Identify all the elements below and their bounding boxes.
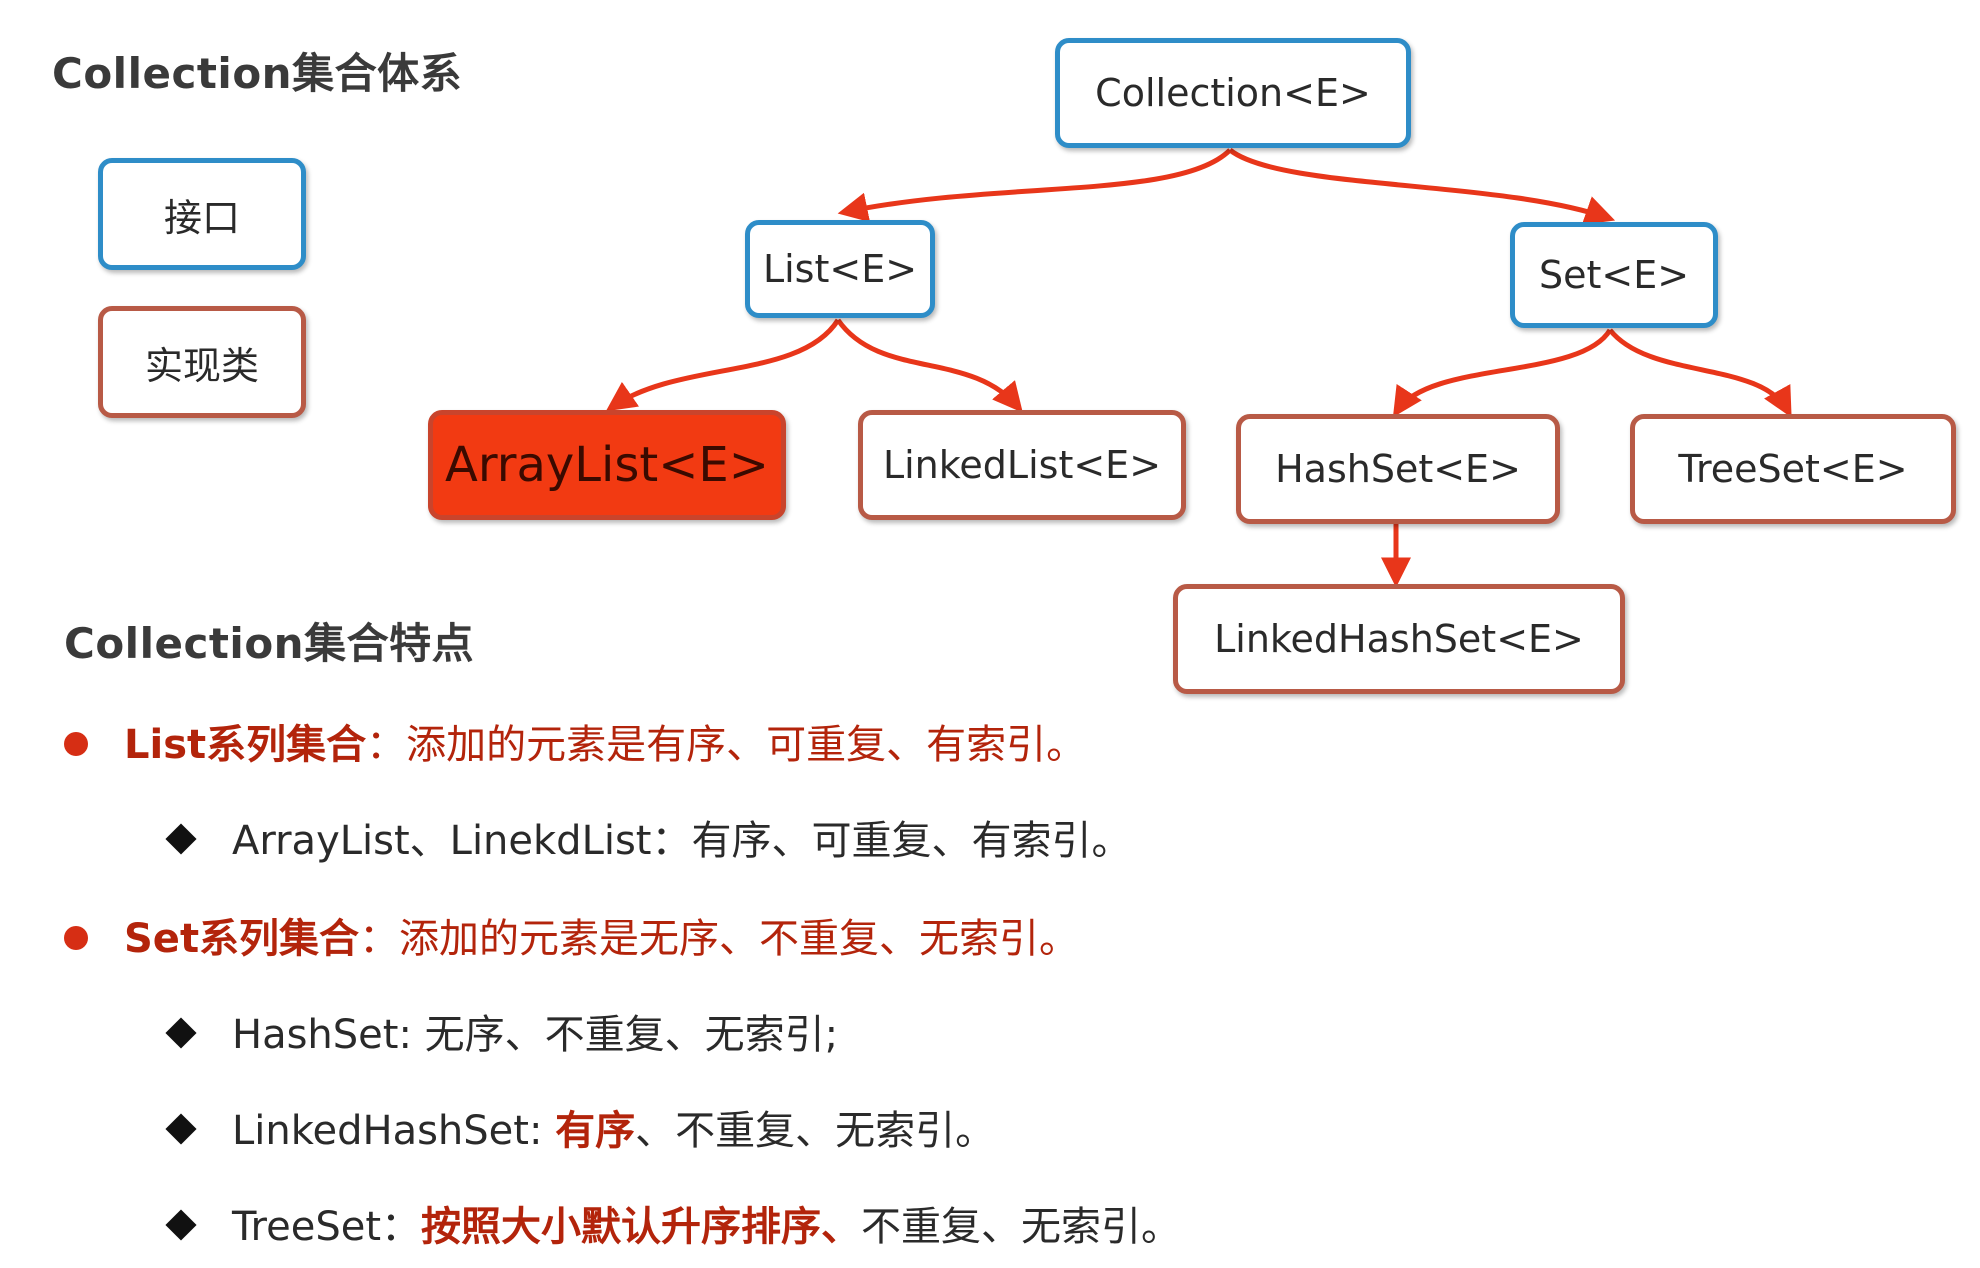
edge-collection-set [1228, 148, 1616, 225]
features-title: Collection集合特点 [64, 619, 475, 668]
feature-list: List系列集合：添加的元素是有序、可重复、有索引。 [64, 712, 1086, 770]
node-set: Set<E> [1510, 222, 1718, 328]
edge-set-treeset [1608, 328, 1792, 418]
edge-set-hashset [1392, 328, 1613, 418]
legend-impl-label: 实现类 [144, 343, 259, 388]
feature-linkedhashset-suffix: 、不重复、无索引。 [635, 1108, 996, 1154]
feature-treeset-prefix: TreeSet： [232, 1204, 422, 1250]
node-linkedlist: LinkedList<E> [858, 410, 1186, 520]
node-collection-label: Collection<E> [1095, 71, 1371, 115]
feature-treeset: TreeSet：按照大小默认升序排序、不重复、无索引。 [165, 1194, 1182, 1252]
tree-edges [605, 148, 1792, 588]
feature-treeset-emph: 按照大小默认升序排序、 [421, 1204, 862, 1250]
legend-interface-label: 接口 [163, 195, 240, 240]
edge-list-arraylist [605, 318, 841, 412]
node-list: List<E> [745, 220, 935, 318]
feature-list-sub: ArrayList、LinekdList：有序、可重复、有索引。 [165, 808, 1132, 866]
node-treeset-label: TreeSet<E> [1678, 447, 1908, 491]
diamond-icon [165, 1209, 197, 1241]
feature-set-title: Set系列集合 [124, 916, 360, 962]
node-arraylist: ArrayList<E> [428, 410, 786, 520]
feature-set: Set系列集合：添加的元素是无序、不重复、无索引。 [64, 906, 1079, 964]
legend-interface: 接口 [98, 158, 306, 270]
diamond-icon [165, 1113, 197, 1145]
feature-list-title: List系列集合 [124, 722, 367, 768]
node-hashset-label: HashSet<E> [1275, 447, 1521, 491]
legend-impl: 实现类 [98, 306, 306, 418]
bullet-icon [64, 926, 88, 950]
node-linkedlist-label: LinkedList<E> [882, 443, 1162, 487]
edge-list-linkedlist [835, 318, 1023, 413]
feature-linkedhashset-emph: 有序 [555, 1108, 636, 1154]
node-arraylist-label: ArrayList<E> [445, 437, 769, 493]
node-linkedhashset: LinkedHashSet<E> [1173, 584, 1625, 694]
feature-list-desc: ：添加的元素是有序、可重复、有索引。 [366, 722, 1087, 768]
diamond-icon [165, 823, 197, 855]
feature-linkedhashset: LinkedHashSet: 有序、不重复、无索引。 [165, 1098, 996, 1156]
feature-hashset-text: HashSet: 无序、不重复、无索引; [232, 1012, 839, 1058]
node-hashset: HashSet<E> [1236, 414, 1560, 524]
feature-list-sub-text: ArrayList、LinekdList：有序、可重复、有索引。 [232, 818, 1132, 864]
feature-set-desc: ：添加的元素是无序、不重复、无索引。 [359, 916, 1080, 962]
node-linkedhashset-label: LinkedHashSet<E> [1214, 617, 1584, 661]
node-treeset: TreeSet<E> [1630, 414, 1956, 524]
diamond-icon [165, 1017, 197, 1049]
feature-hashset: HashSet: 无序、不重复、无索引; [165, 1002, 839, 1060]
node-set-label: Set<E> [1538, 253, 1690, 297]
node-collection: Collection<E> [1055, 38, 1411, 148]
feature-treeset-suffix: 不重复、无索引。 [861, 1204, 1182, 1250]
feature-linkedhashset-prefix: LinkedHashSet: [232, 1108, 556, 1154]
bullet-icon [64, 732, 88, 756]
edge-collection-list [837, 148, 1232, 223]
diagram-title: Collection集合体系 [52, 49, 463, 98]
node-list-label: List<E> [762, 247, 918, 291]
